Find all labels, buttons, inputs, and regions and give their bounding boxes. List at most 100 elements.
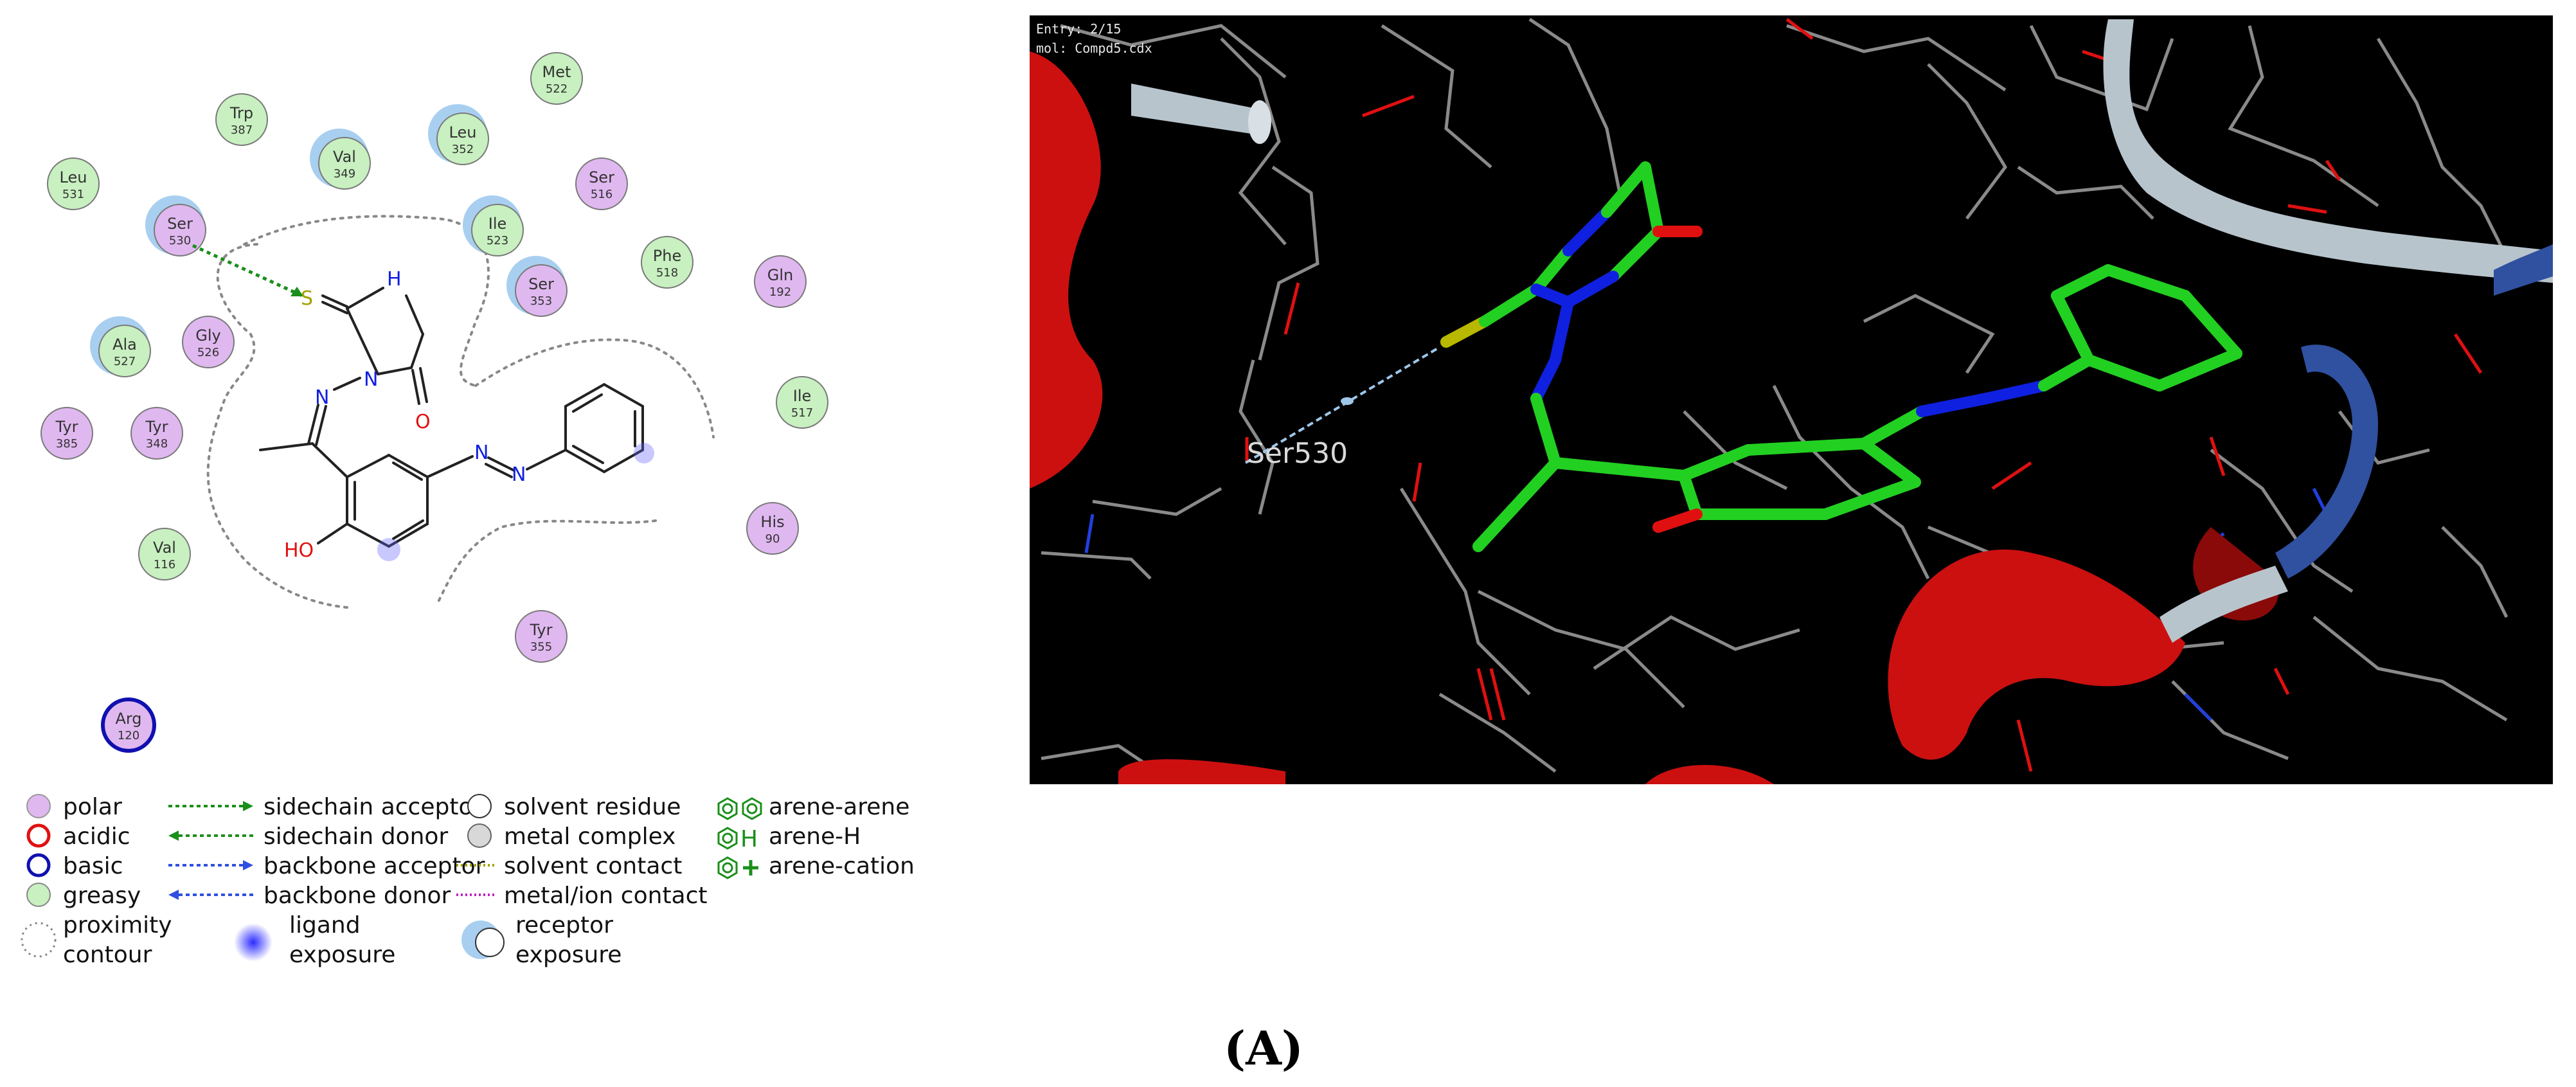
- residue-number: 116: [154, 558, 175, 571]
- legend-basic-symbol: [26, 853, 51, 877]
- strand-ribbon: [2494, 244, 2553, 296]
- legend-metal-complex: metal complex: [504, 823, 675, 850]
- arene-h-glyph: H: [740, 826, 758, 852]
- atom-n-imine: N: [315, 386, 329, 409]
- arrow-left-icon: [168, 831, 179, 841]
- atom-n-azo1: N: [474, 442, 488, 464]
- residue-number: 526: [197, 346, 219, 359]
- residue-number: 90: [765, 532, 780, 546]
- atom-n-ring: N: [364, 368, 378, 391]
- residue-name: Ser: [528, 275, 554, 293]
- legend-metal-complex-symbol: [467, 823, 492, 848]
- legend-ligand-exposure: exposure: [289, 942, 395, 968]
- residue-name: Arg: [115, 710, 141, 728]
- residue-name: Ile: [488, 215, 507, 233]
- atom-o-carbonyl: O: [415, 411, 431, 433]
- ser530-label: Ser530: [1247, 437, 1348, 470]
- residue-layer: Trp387Met522Leu531Val349Leu352Ser516Ser5…: [40, 52, 828, 753]
- residue-disc: [515, 264, 568, 317]
- strand-ribbon: [2160, 566, 2288, 643]
- mol-info: mol: Compd5.cdx: [1036, 40, 1152, 56]
- legend-polar: polar: [63, 794, 122, 820]
- arrow-right-icon: [243, 860, 253, 870]
- residue-disc: [530, 52, 583, 105]
- arrow-left-icon: [168, 890, 179, 900]
- residue-disc: [754, 255, 807, 308]
- legend-ligand-exposure-symbol: [234, 923, 273, 962]
- residue-name: Gly: [195, 327, 220, 345]
- residue-disc: [471, 204, 524, 256]
- arene-h-icon: [717, 827, 738, 850]
- residue-name: Met: [542, 63, 571, 81]
- entry-info: Entry: 2/15: [1036, 21, 1121, 37]
- legend-greasy-symbol: [26, 883, 51, 907]
- legend-solvent-contact: solvent contact: [504, 853, 682, 879]
- atom-nh: H: [387, 268, 402, 291]
- helix-ribbon: [1030, 51, 1103, 489]
- atom-s: S: [301, 287, 313, 310]
- legend-basic: basic: [63, 853, 123, 879]
- legend-receptor-exposure: exposure: [515, 942, 622, 968]
- ligand-sticks-3d: [1440, 161, 2242, 552]
- residue-name: Gln: [767, 266, 793, 284]
- residue-disc: [154, 204, 206, 256]
- hbond-midpoint: [1341, 397, 1354, 405]
- arrow-right-icon: [243, 801, 253, 811]
- legend-sidechain-acceptor: sidechain acceptor: [264, 794, 482, 820]
- legend-greasy: greasy: [63, 883, 141, 909]
- residue-name: His: [760, 513, 784, 531]
- residue-name: Leu: [60, 168, 87, 186]
- residue-number: 387: [231, 123, 253, 137]
- legend-ligand: ligand: [289, 912, 361, 939]
- residue-number: 353: [530, 294, 552, 308]
- residue-number: 522: [546, 82, 568, 96]
- legend-arene-arene: arene-arene: [769, 794, 909, 820]
- residue-number: 530: [169, 234, 191, 247]
- legend-solvent-residue: solvent residue: [504, 794, 681, 820]
- residue-name: Trp: [229, 104, 253, 122]
- docking-view-3d: Entry: 2/15 mol: Compd5.cdx Ser530: [1030, 15, 2553, 784]
- residue-number: 527: [114, 355, 136, 368]
- interaction-diagram-2d: Trp387Met522Leu531Val349Leu352Ser516Ser5…: [40, 52, 828, 753]
- legend-backbone-acceptor: backbone acceptor: [264, 853, 485, 879]
- residue-disc: [215, 93, 268, 146]
- legend-proximity-symbol: [21, 922, 57, 958]
- legend-metal-ion-contact: metal/ion contact: [504, 883, 708, 909]
- residue-ser-530: Ser530: [145, 195, 206, 256]
- residue-number: 120: [118, 729, 139, 742]
- residue-name: Ile: [793, 387, 812, 405]
- panel-caption: (A): [1224, 1021, 1303, 1075]
- residue-name: Val: [333, 148, 356, 166]
- residue-number: 523: [487, 234, 508, 247]
- legend-receptor-exposure-symbol: [475, 928, 505, 957]
- legend-arene-cation: arene-cation: [769, 853, 915, 879]
- strand-ribbon: [1131, 84, 1260, 135]
- legend-polar-symbol: [26, 794, 51, 818]
- ligand-exposure-blob: [634, 443, 654, 463]
- residue-disc: [436, 112, 489, 165]
- residue-disc: [575, 157, 628, 210]
- legend-solvent-residue-symbol: [467, 794, 492, 818]
- residue-number: 518: [656, 266, 678, 280]
- residue-number: 385: [56, 437, 78, 451]
- residue-disc: [746, 502, 799, 555]
- residue-name: Ala: [112, 336, 137, 354]
- residue-name: Phe: [653, 247, 681, 265]
- residue-disc: [47, 157, 100, 210]
